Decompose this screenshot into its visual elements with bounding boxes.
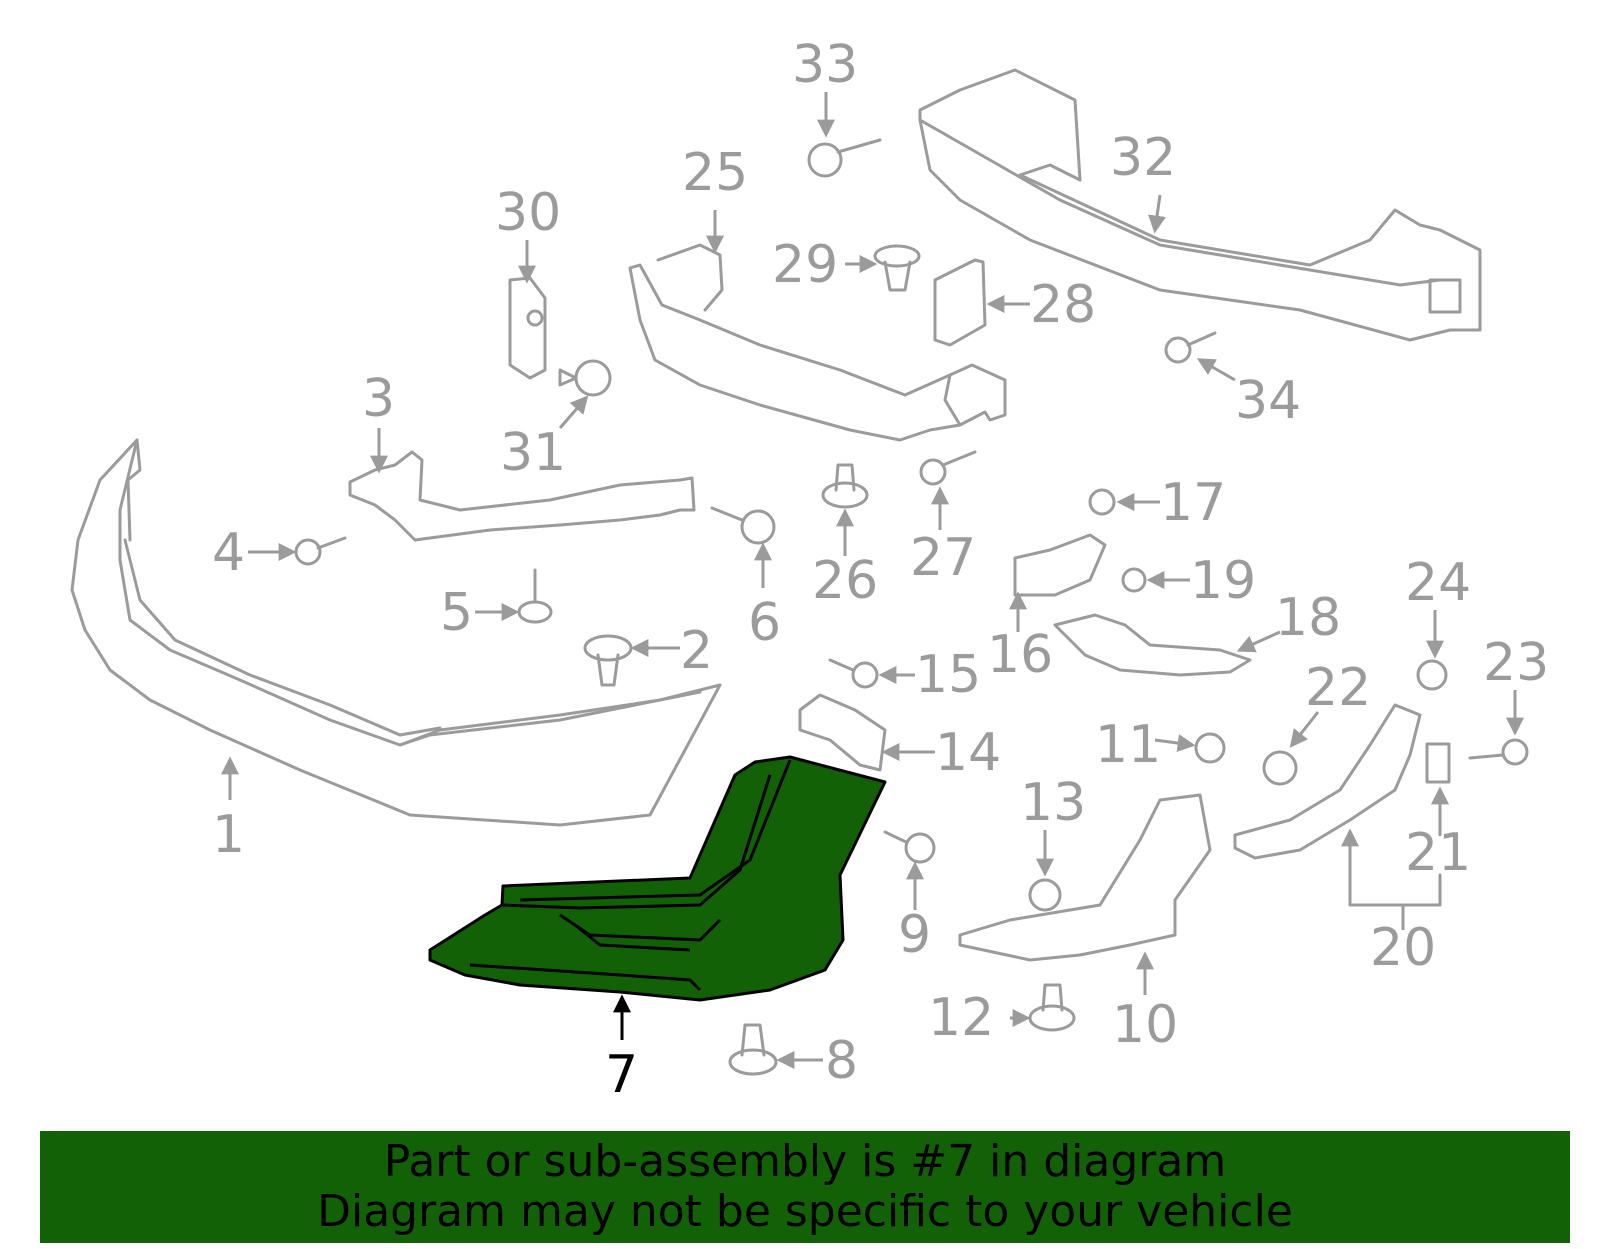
callout-31: 31 bbox=[500, 423, 566, 483]
callout-17: 17 bbox=[1160, 473, 1226, 533]
callout-26: 26 bbox=[812, 551, 878, 611]
callout-18: 18 bbox=[1275, 588, 1341, 648]
callout-27: 27 bbox=[910, 528, 976, 588]
callout-2: 2 bbox=[680, 621, 713, 681]
callout-33: 33 bbox=[792, 35, 858, 95]
part-14-bracket bbox=[798, 693, 887, 772]
fastener-22 bbox=[1262, 750, 1298, 786]
callout-15: 15 bbox=[915, 645, 981, 705]
fastener-29 bbox=[873, 244, 921, 292]
callout-19: 19 bbox=[1190, 551, 1256, 611]
part-32-reinforcement-beam bbox=[918, 68, 1482, 342]
fastener-19 bbox=[1121, 567, 1147, 593]
banner-line-1: Part or sub-assembly is #7 in diagram bbox=[383, 1136, 1227, 1187]
fastener-4 bbox=[294, 536, 347, 566]
part-18-bracket bbox=[1053, 613, 1252, 677]
callout-28: 28 bbox=[1030, 275, 1096, 335]
fastener-5 bbox=[517, 568, 553, 624]
callout-20: 20 bbox=[1370, 918, 1436, 978]
part-10-bracket bbox=[958, 793, 1212, 962]
callout-30: 30 bbox=[495, 183, 561, 243]
callout-arrows bbox=[221, 92, 1524, 1069]
callout-29: 29 bbox=[772, 235, 838, 295]
fastener-12 bbox=[1028, 983, 1076, 1032]
fastener-23 bbox=[1468, 738, 1529, 766]
part-30-latch bbox=[508, 276, 547, 380]
callout-23: 23 bbox=[1483, 633, 1549, 693]
callout-13: 13 bbox=[1020, 773, 1086, 833]
part-21-clip bbox=[1425, 742, 1451, 784]
callout-34: 34 bbox=[1235, 371, 1301, 431]
callout-5: 5 bbox=[440, 583, 473, 643]
callout-1: 1 bbox=[212, 805, 245, 865]
part-3-bracket bbox=[348, 450, 696, 542]
callout-16: 16 bbox=[987, 625, 1053, 685]
callout-3: 3 bbox=[362, 369, 395, 429]
fastener-31 bbox=[558, 359, 612, 397]
fastener-6 bbox=[710, 506, 776, 545]
part-16-bracket bbox=[1013, 533, 1107, 597]
callout-7-highlighted: 7 bbox=[605, 1045, 638, 1105]
banner-background bbox=[40, 1131, 1570, 1243]
fastener-27 bbox=[919, 450, 977, 486]
callout-numbers: 33 25 32 30 29 28 34 3 31 4 5 2 6 26 27 … bbox=[212, 35, 1549, 1105]
callout-12: 12 bbox=[928, 988, 994, 1048]
callout-6: 6 bbox=[748, 593, 781, 653]
fastener-24 bbox=[1416, 659, 1448, 691]
fastener-26 bbox=[821, 463, 869, 509]
callout-4: 4 bbox=[212, 523, 245, 583]
callout-9: 9 bbox=[898, 905, 931, 965]
fastener-33 bbox=[807, 138, 882, 178]
fastener-11 bbox=[1194, 732, 1226, 764]
callout-10: 10 bbox=[1112, 995, 1178, 1055]
callout-11: 11 bbox=[1095, 715, 1161, 775]
fastener-17 bbox=[1088, 488, 1116, 516]
fastener-15 bbox=[828, 658, 879, 689]
callout-32: 32 bbox=[1110, 128, 1176, 188]
callout-8: 8 bbox=[825, 1031, 858, 1091]
callout-14: 14 bbox=[935, 723, 1001, 783]
part-1-bumper-cover bbox=[70, 438, 722, 827]
callout-21: 21 bbox=[1405, 823, 1471, 883]
fastener-8 bbox=[728, 1023, 778, 1076]
fastener-9 bbox=[883, 830, 936, 864]
banner-line-2: Diagram may not be specific to your vehi… bbox=[317, 1186, 1293, 1237]
part-28-bracket bbox=[933, 258, 987, 347]
callout-22: 22 bbox=[1305, 658, 1371, 718]
callout-24: 24 bbox=[1405, 553, 1471, 613]
part-25-support bbox=[628, 243, 1007, 442]
part-7-highlighted-lower-spoiler bbox=[428, 755, 887, 1002]
fastener-2 bbox=[583, 634, 633, 687]
info-banner: Part or sub-assembly is #7 in diagram Di… bbox=[40, 1131, 1570, 1243]
part-20-bracket bbox=[1233, 703, 1422, 860]
callout-25: 25 bbox=[682, 143, 748, 203]
fastener-13 bbox=[1028, 878, 1062, 912]
fastener-34 bbox=[1164, 331, 1217, 364]
